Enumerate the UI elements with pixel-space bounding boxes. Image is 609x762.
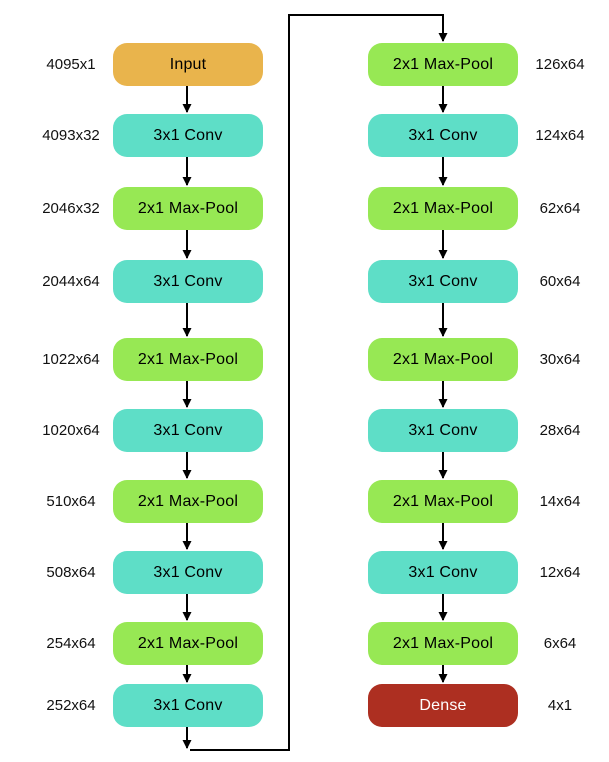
tensor-size-label: 124x64 <box>535 127 585 144</box>
layer-block-label: 2x1 Max-Pool <box>392 492 494 510</box>
layer-block-2x1-max-pool: 2x1 Max-Pool <box>368 622 518 665</box>
layer-block-label: 3x1 Conv <box>408 563 478 581</box>
layer-block-3x1-conv: 3x1 Conv <box>113 551 263 594</box>
tensor-size-label: 4093x32 <box>42 127 100 144</box>
tensor-size-label: 60x64 <box>539 273 581 290</box>
layer-block-3x1-conv: 3x1 Conv <box>113 114 263 157</box>
layer-block-label: 2x1 Max-Pool <box>392 634 494 652</box>
layer-block-2x1-max-pool: 2x1 Max-Pool <box>113 338 263 381</box>
tensor-size-label: 1020x64 <box>42 422 100 439</box>
tensor-size-label: 28x64 <box>539 422 581 439</box>
layer-block-2x1-max-pool: 2x1 Max-Pool <box>368 187 518 230</box>
layer-block-dense: Dense <box>368 684 518 727</box>
tensor-size-label: 254x64 <box>46 635 96 652</box>
tensor-size-label: 14x64 <box>539 493 581 510</box>
layer-block-3x1-conv: 3x1 Conv <box>113 260 263 303</box>
tensor-size-label: 510x64 <box>46 493 96 510</box>
layer-block-label: 2x1 Max-Pool <box>137 350 239 368</box>
tensor-size-label: 4095x1 <box>46 56 96 73</box>
layer-block-3x1-conv: 3x1 Conv <box>113 409 263 452</box>
tensor-size-label: 12x64 <box>539 564 581 581</box>
layer-block-label: 2x1 Max-Pool <box>137 492 239 510</box>
layer-block-3x1-conv: 3x1 Conv <box>368 409 518 452</box>
layer-block-2x1-max-pool: 2x1 Max-Pool <box>368 480 518 523</box>
tensor-size-label: 508x64 <box>46 564 96 581</box>
layer-block-3x1-conv: 3x1 Conv <box>368 551 518 594</box>
arrow-connector <box>190 14 448 751</box>
layer-block-label: 3x1 Conv <box>408 272 478 290</box>
layer-block-label: 3x1 Conv <box>153 563 223 581</box>
tensor-size-label: 62x64 <box>539 200 581 217</box>
layer-block-2x1-max-pool: 2x1 Max-Pool <box>113 480 263 523</box>
layer-block-label: 3x1 Conv <box>153 696 223 714</box>
tensor-size-label: 126x64 <box>535 56 585 73</box>
layer-block-label: 3x1 Conv <box>408 421 478 439</box>
layer-block-2x1-max-pool: 2x1 Max-Pool <box>113 187 263 230</box>
tensor-size-label: 2044x64 <box>42 273 100 290</box>
layer-block-label: Dense <box>419 696 467 714</box>
layer-block-label: 2x1 Max-Pool <box>392 350 494 368</box>
tensor-size-label: 2046x32 <box>42 200 100 217</box>
layer-block-input: Input <box>113 43 263 86</box>
tensor-size-label: 1022x64 <box>42 351 100 368</box>
layer-block-label: 2x1 Max-Pool <box>392 199 494 217</box>
layer-block-label: 3x1 Conv <box>153 126 223 144</box>
layer-block-label: 3x1 Conv <box>153 421 223 439</box>
layer-block-2x1-max-pool: 2x1 Max-Pool <box>368 338 518 381</box>
layer-block-label: 3x1 Conv <box>408 126 478 144</box>
tensor-size-label: 6x64 <box>543 635 577 652</box>
layer-block-3x1-conv: 3x1 Conv <box>368 260 518 303</box>
layer-block-3x1-conv: 3x1 Conv <box>368 114 518 157</box>
layer-block-2x1-max-pool: 2x1 Max-Pool <box>113 622 263 665</box>
layer-block-2x1-max-pool: 2x1 Max-Pool <box>368 43 518 86</box>
tensor-size-label: 30x64 <box>539 351 581 368</box>
layer-block-label: 2x1 Max-Pool <box>137 634 239 652</box>
layer-block-label: Input <box>169 55 207 73</box>
tensor-size-label: 252x64 <box>46 697 96 714</box>
layer-block-3x1-conv: 3x1 Conv <box>113 684 263 727</box>
layer-block-label: 3x1 Conv <box>153 272 223 290</box>
layer-block-label: 2x1 Max-Pool <box>137 199 239 217</box>
layer-block-label: 2x1 Max-Pool <box>392 55 494 73</box>
tensor-size-label: 4x1 <box>547 697 573 714</box>
